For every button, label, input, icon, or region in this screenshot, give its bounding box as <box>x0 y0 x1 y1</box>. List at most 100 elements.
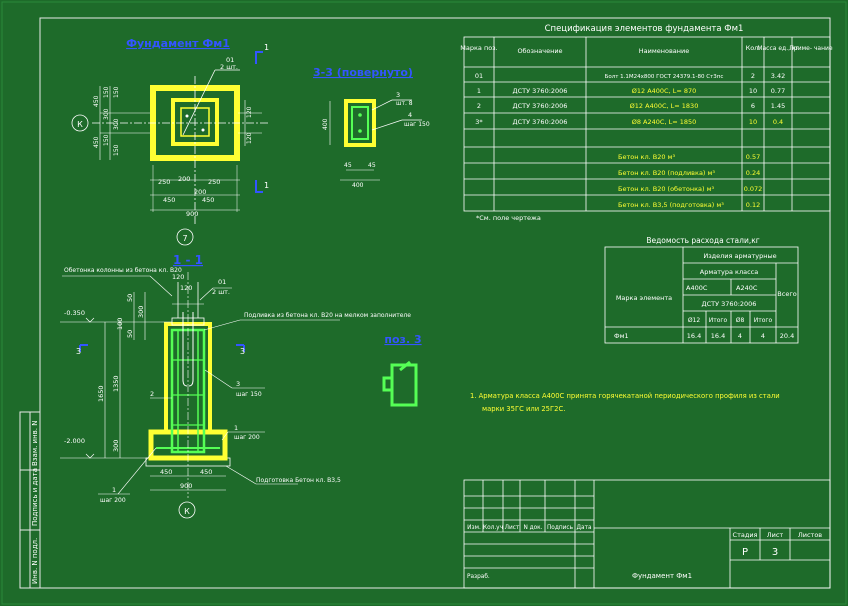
plan-dims-right: 120 120 <box>246 106 253 144</box>
section11-elev-bottom: -2.000 <box>64 437 85 445</box>
section33-leader2-text: шаг 150 <box>404 121 430 128</box>
plan-dims-left: 450 450 150 300 150 150 300 150 <box>93 86 120 156</box>
plan-view <box>71 51 268 246</box>
side-stamp <box>19 411 41 589</box>
section11-dim-top1: 120 <box>172 273 184 281</box>
svg-text:450: 450 <box>93 136 100 148</box>
title-block-col-headers: Изм. Кол.уч Лист N док. Подпись Дата <box>467 525 592 531</box>
spec-header-mark: Марка поз. <box>460 44 497 52</box>
steel-sub-d8: Ø8 <box>736 317 745 324</box>
svg-text:0.072: 0.072 <box>744 185 763 193</box>
svg-text:ДСТУ 3760:2006: ДСТУ 3760:2006 <box>513 87 568 95</box>
svg-text:150: 150 <box>113 144 120 156</box>
section33-dim-h1: 45 <box>344 162 352 169</box>
steel-sub-total2: Итого <box>754 317 773 324</box>
section11-axis-k: К <box>184 507 190 516</box>
axis-k-bubble <box>71 114 89 132</box>
svg-text:0.77: 0.77 <box>771 87 785 95</box>
spec-row-2: 1 ДСТУ 3760:2006 Ø12 А400С, L= 870 10 0.… <box>477 87 785 95</box>
svg-text:0.57: 0.57 <box>746 153 760 161</box>
section11-leader1r-mark: 1 <box>234 424 238 432</box>
section11-dims-left: 1650 1350 300 50 300 50 100 <box>97 294 145 452</box>
steel-sub-d12: Ø12 <box>688 317 701 324</box>
steel-row: Фм1 16.4 16.4 4 4 20.4 <box>614 332 794 340</box>
section33-leader1-mark: 3 <box>396 91 400 99</box>
svg-text:3*: 3* <box>475 118 483 126</box>
svg-text:0.24: 0.24 <box>746 169 760 177</box>
svg-text:150: 150 <box>113 86 120 98</box>
stamp-inv-podl: Инв. N подл. <box>31 538 39 584</box>
title-block-sheet-value: 3 <box>772 547 778 558</box>
section11-callout-mark: 01 <box>218 278 226 286</box>
svg-text:300: 300 <box>113 118 120 130</box>
section11-leader3-text: шаг 150 <box>236 391 262 398</box>
title-block-developer: Разраб. <box>467 574 490 580</box>
outer-frame <box>39 17 831 589</box>
svg-text:50: 50 <box>126 330 134 338</box>
spec-title: Спецификация элементов фундамента Фм1 <box>545 24 744 34</box>
svg-text:1650: 1650 <box>97 385 105 402</box>
spec-header-designation: Обозначение <box>517 47 562 55</box>
section11-callout-qty: 2 шт. <box>212 288 230 296</box>
plan-dims-bottom: 250 200 250 450 200 450 900 <box>158 175 220 218</box>
svg-text:2: 2 <box>751 72 755 80</box>
section33-leader1-text: шт. 8 <box>396 100 413 107</box>
svg-text:120: 120 <box>246 106 253 118</box>
steel-header-products: Изделия арматурные <box>703 252 776 260</box>
svg-text:200: 200 <box>178 175 190 183</box>
spec-material-rows: Бетон кл. В20 м³ 0.57 Бетон кл. В20 (под… <box>618 153 762 209</box>
svg-text:20.4: 20.4 <box>780 332 794 340</box>
spec-row-4: 3* ДСТУ 3760:2006 Ø8 А240С, L= 1850 10 0… <box>475 118 783 126</box>
spec-header-qty: Кол. <box>746 44 761 52</box>
svg-text:10: 10 <box>749 87 757 95</box>
section11-leader3-mark: 3 <box>236 380 240 388</box>
svg-text:300: 300 <box>103 108 110 120</box>
steel-standard: ДСТУ 3760:2006 <box>702 300 757 308</box>
svg-text:Бетон кл. В3,5 (подготовка) м³: Бетон кл. В3,5 (подготовка) м³ <box>618 201 724 209</box>
steel-header-total: Всего <box>777 290 796 298</box>
section11-title: 1 - 1 <box>173 253 203 267</box>
steel-table-grid <box>604 246 799 344</box>
svg-text:Ø12 А400С, L= 870: Ø12 А400С, L= 870 <box>632 87 697 95</box>
svg-text:Бетон кл. В20 (обетонка) м³: Бетон кл. В20 (обетонка) м³ <box>618 185 714 193</box>
section11-leader1b-mark: 1 <box>112 486 116 494</box>
section33-dim-h2: 45 <box>368 162 376 169</box>
plan-callout-qty: 2 шт. <box>220 63 238 71</box>
axis-7-bubble <box>176 228 194 246</box>
section11-leader1b-text: шаг 200 <box>100 497 126 504</box>
section11-mark3-right: 3 <box>240 347 245 356</box>
svg-text:300: 300 <box>112 440 120 452</box>
section11-dim-bottom3: 900 <box>180 482 192 490</box>
svg-text:1350: 1350 <box>112 375 120 392</box>
svg-text:450: 450 <box>163 196 175 204</box>
spec-row-1: 01 Болт 1.1М24х800 ГОСТ 24379.1-80 Ст3пс… <box>475 72 785 80</box>
svg-text:6: 6 <box>751 102 755 110</box>
section11-note-top: Обетонка колонны из бетона кл. В20 <box>64 267 182 274</box>
section11-dim-bottom2: 450 <box>200 468 212 476</box>
plan-axis-7: 7 <box>182 234 187 243</box>
spec-row-3: 2 ДСТУ 3760:2006 Ø12 А400С, L= 1830 6 1.… <box>477 102 785 110</box>
svg-text:N док.: N док. <box>523 525 542 531</box>
spec-header-note: Приме- чание <box>789 45 833 52</box>
section33-dim-h3: 400 <box>352 182 364 189</box>
steel-class-a240: А240С <box>736 284 758 292</box>
svg-text:200: 200 <box>194 188 206 196</box>
spec-header-mass: Масса ед., кг <box>757 45 798 52</box>
svg-text:0.12: 0.12 <box>746 201 760 209</box>
svg-text:3.42: 3.42 <box>771 72 785 80</box>
steel-header-mark: Марка элемента <box>616 294 672 302</box>
svg-text:Бетон кл. В20 м³: Бетон кл. В20 м³ <box>618 153 675 161</box>
svg-text:2: 2 <box>477 102 481 110</box>
svg-text:250: 250 <box>158 178 170 186</box>
svg-text:250: 250 <box>208 178 220 186</box>
section11-view <box>60 272 340 519</box>
svg-text:100: 100 <box>116 318 124 330</box>
svg-text:Дата: Дата <box>576 525 591 531</box>
svg-text:Фм1: Фм1 <box>614 332 629 340</box>
section11-dim-bottom1: 450 <box>160 468 172 476</box>
svg-text:Болт 1.1М24х800 ГОСТ 24379.1-8: Болт 1.1М24х800 ГОСТ 24379.1-80 Ст3пс <box>605 74 724 80</box>
pos3-stirrup <box>382 360 418 407</box>
pos3-title: поз. 3 <box>384 333 421 346</box>
svg-text:16.4: 16.4 <box>687 332 701 340</box>
